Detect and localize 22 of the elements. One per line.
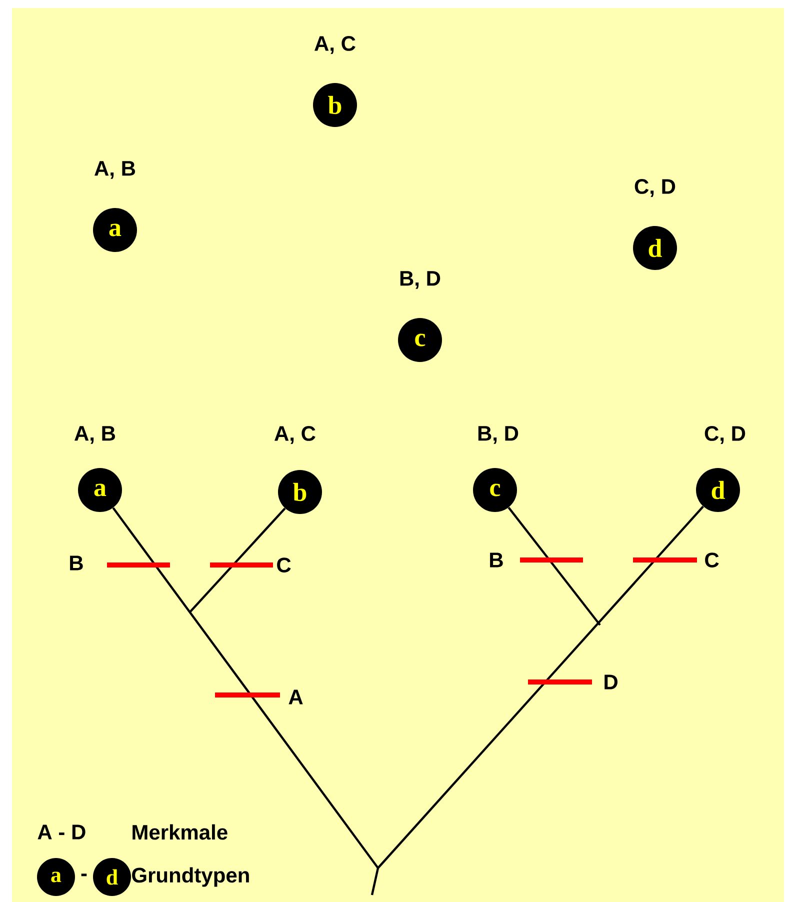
trait-label: A, B — [74, 426, 116, 444]
branch-line — [189, 508, 286, 613]
legend-text: Grundtypen — [132, 867, 249, 887]
legend-text: A - D — [38, 824, 86, 840]
mark-label: C — [705, 552, 719, 568]
mark-label: D — [604, 674, 618, 690]
branch-line — [508, 506, 601, 626]
legend-text: - — [81, 874, 87, 876]
trait-label: A, C — [314, 36, 356, 54]
branch-line — [377, 506, 704, 869]
trait-label: C, D — [704, 426, 746, 444]
mark-label: B — [70, 556, 83, 570]
mark-label: B — [490, 552, 503, 568]
mark-label: A — [288, 690, 303, 704]
mark-label: C — [277, 558, 291, 572]
branch-line — [112, 507, 379, 869]
trait-label: C, D — [634, 179, 676, 197]
legend-text: Merkmale — [132, 824, 228, 840]
trait-label: B, D — [400, 271, 440, 289]
trait-label: A, C — [274, 426, 316, 444]
trait-label: A, B — [94, 161, 136, 179]
trait-label: B, D — [478, 426, 518, 444]
